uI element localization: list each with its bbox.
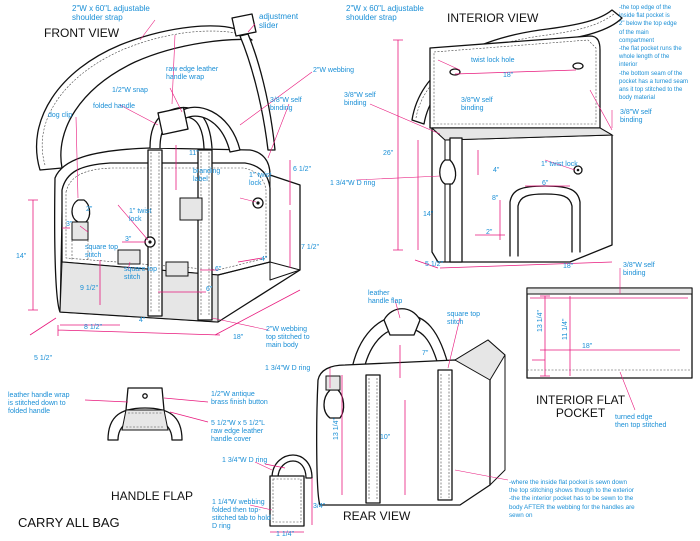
label-interior-strap: 2"W x 60"L adjustable shoulder strap	[346, 4, 424, 22]
label-raw-edge-wrap: raw edge leather handle wrap	[166, 66, 219, 81]
brass-button	[142, 393, 148, 399]
rear-notes: -where the inside flat pocket is sewn do…	[509, 479, 635, 519]
label-square-stitch-b: square top stitch	[124, 266, 158, 281]
rear-view-drawing	[316, 308, 506, 506]
title-rear-view: REAR VIEW	[343, 509, 411, 523]
branding-label	[179, 197, 203, 221]
flat-pocket-drawing	[526, 287, 693, 379]
dim-3b: 3"	[125, 236, 132, 243]
label-branding: branding label	[193, 168, 221, 183]
dim-11: 11"	[189, 150, 199, 157]
label-snap: 1/2"W snap	[112, 87, 148, 94]
label-interior-binding-c: 3/8"W self binding	[620, 109, 652, 124]
dim-int-2: 2"	[486, 229, 493, 236]
title-interior-flat-pocket: INTERIOR FLAT POCKET	[536, 393, 626, 420]
interior-notes: -the top edge of the inside flat pocket …	[619, 5, 689, 102]
dim-int-5-5: 5 1/2"	[425, 261, 444, 268]
dim-9-5: 9 1/2"	[80, 285, 99, 292]
label-rear-square-stitch: square top stitch	[447, 311, 481, 326]
label-rear-d-ring: 1 3/4"W D ring	[265, 365, 311, 372]
interior-view-drawing	[393, 9, 623, 269]
dim-4a: 4"	[261, 256, 268, 263]
dim-pocket-11: 11 1/4"	[562, 318, 569, 340]
title-interior-view: INTERIOR VIEW	[447, 11, 539, 25]
dim-2: 2"	[86, 206, 93, 213]
dim-6-5: 6 1/2"	[293, 166, 312, 173]
dim-int-26: 26"	[383, 150, 394, 157]
label-pocket-turned: turned edge then top stitched	[615, 414, 667, 429]
label-adjustment-slider: adjustment slider	[259, 12, 299, 30]
label-square-stitch-a: square top stitch	[85, 244, 119, 259]
label-twist-lock-hole: twist lock hole	[471, 57, 515, 64]
label-dog-clip: dog clip	[48, 112, 73, 119]
front-flap	[61, 162, 271, 276]
dim-rear-10: 10"	[380, 434, 391, 441]
label-folded-handle: folded handle	[93, 103, 136, 110]
dim-int-14: 14"	[423, 211, 434, 218]
dim-8-5: 8 1/2"	[84, 324, 103, 331]
dim-4b: 4"	[139, 317, 146, 324]
label-self-binding: 3/8"W self binding	[270, 97, 302, 112]
dim-pocket-13: 13 1/4"	[537, 310, 544, 332]
label-interior-d-ring: 1 3/4"W D ring	[330, 180, 376, 187]
front-view-drawing	[28, 13, 301, 336]
dim-int-6: 6"	[542, 180, 549, 187]
dim-3a: 3"	[66, 221, 73, 228]
d-ring-detail-drawing	[264, 454, 313, 533]
rear-d-ring	[323, 389, 345, 419]
dim-int-4: 4"	[493, 167, 500, 174]
label-d-ring-webbing: 1 1/4"W webbing folded then top- stitche…	[212, 499, 271, 530]
label-interior-binding-b: 3/8"W self binding	[461, 97, 493, 112]
label-twist-lock-left: 1" twist lock	[129, 208, 152, 223]
dim-rear-7: 7"	[422, 350, 429, 357]
dim-int-18b: 18"	[563, 263, 574, 270]
label-twist-lock-right: 1" twist lock	[249, 172, 272, 187]
label-raw-leather-cover: 5 1/2"W x 5 1/2"L raw edge leather handl…	[211, 420, 265, 443]
label-interior-binding-a: 3/8"W self binding	[344, 92, 376, 107]
dim-6a: 6"	[215, 266, 222, 273]
leader-lines	[75, 19, 636, 511]
label-leather-handle-flap: leather handle flap	[368, 290, 403, 305]
dim-18: 18"	[233, 334, 244, 341]
dim-pocket-18: 18"	[582, 343, 593, 350]
dim-6b: 6"	[206, 286, 213, 293]
title-handle-flap: HANDLE FLAP	[111, 489, 194, 503]
handle-flap-drawing	[84, 387, 209, 441]
label-shoulder-strap: 2"W x 60"L adjustable shoulder strap	[72, 4, 150, 22]
label-2w-webbing: 2"W webbing	[313, 67, 355, 74]
title-carry-all-bag: CARRY ALL BAG	[18, 515, 120, 530]
label-interior-twist-lock: 1" twist lock	[541, 161, 578, 168]
interior-lid	[429, 35, 601, 129]
dim-int-8: 8"	[492, 195, 499, 202]
dim-5-5: 5 1/2"	[34, 355, 53, 362]
label-brass-button: 1/2"W antique brass finish button	[211, 391, 268, 406]
label-pocket-binding: 3/8"W self binding	[623, 262, 655, 277]
dim-int-18a: 18"	[503, 72, 514, 79]
label-d-ring-detail: 1 3/4"W D ring	[222, 457, 268, 464]
dim-14: 14"	[16, 253, 27, 260]
title-front-view: FRONT VIEW	[44, 26, 120, 40]
leather-handle-flap	[383, 308, 421, 336]
rear-bag-body	[316, 359, 491, 506]
dim-d-ring-1-4: 1 1/4"	[276, 531, 295, 538]
label-leather-wrap: leather handle wrap is stitched down to …	[8, 392, 70, 415]
d-ring-metal	[271, 454, 313, 479]
dim-d-ring-3-4: 3/4"	[313, 503, 326, 510]
label-webbing-top: 2"W webbing top stitched to main body	[266, 326, 310, 349]
dim-7-5: 7 1/2"	[301, 244, 320, 251]
dim-rear-13: 13 1/4"	[333, 418, 340, 440]
adjustment-slider	[231, 13, 257, 37]
